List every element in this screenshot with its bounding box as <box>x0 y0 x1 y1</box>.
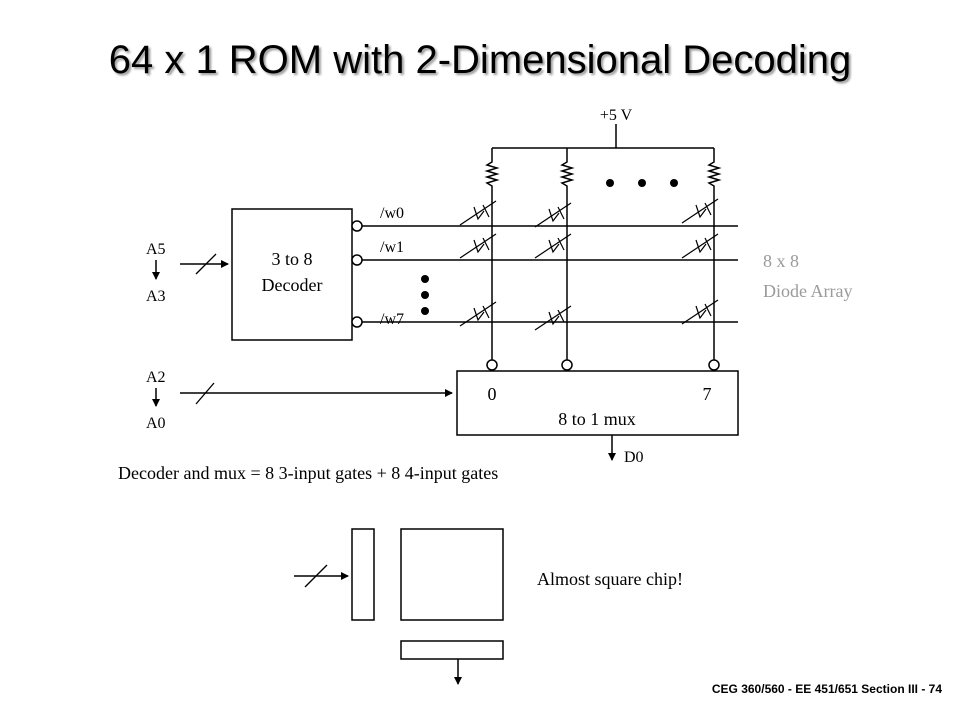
row-address-bus-slash <box>195 253 217 275</box>
chip-note: Almost square chip! <box>537 569 683 589</box>
diodes <box>459 198 719 331</box>
decoder-label-line2: Decoder <box>262 275 323 295</box>
column-ellipsis <box>606 179 678 187</box>
diode <box>459 301 497 327</box>
mux-label: 8 to 1 mux <box>558 409 636 429</box>
diode <box>459 233 497 259</box>
diode <box>534 202 572 228</box>
address-label-a5: A5 <box>146 241 166 258</box>
diode <box>534 305 572 331</box>
col-address-bus-slash <box>195 382 215 405</box>
mux-input-0-label: 0 <box>488 384 497 404</box>
chip-column-mux <box>400 640 504 660</box>
diode <box>681 299 719 325</box>
array-label-line1: 8 x 8 <box>763 251 799 271</box>
row-ellipsis <box>421 275 429 315</box>
diode <box>681 198 719 224</box>
word-line-label-w1: /w1 <box>380 239 404 256</box>
chip-address-bus-slash <box>304 564 328 588</box>
slide-footer: CEG 360/560 - EE 451/651 Section III - 7… <box>711 682 942 696</box>
pullup-resistor-col1 <box>559 148 575 190</box>
chip-memory-array <box>400 528 504 621</box>
mux-block <box>456 370 739 436</box>
bit-lines <box>491 190 715 360</box>
decoder-block <box>231 208 353 341</box>
address-label-a3: A3 <box>146 288 166 305</box>
slide-title: 64 x 1 ROM with 2-Dimensional Decoding <box>108 38 852 82</box>
chip-row-decoder <box>351 528 375 621</box>
pullup-resistor-col7 <box>706 148 722 190</box>
decoder-output-bubbles <box>351 220 363 328</box>
word-lines <box>362 225 738 323</box>
diode <box>459 200 497 226</box>
address-label-a0: A0 <box>146 415 166 432</box>
bit-line-terminals <box>486 359 720 371</box>
mux-output-label: D0 <box>624 449 644 466</box>
array-label-line2: Diode Array <box>763 281 852 301</box>
diode <box>534 233 572 259</box>
address-label-a2: A2 <box>146 369 166 386</box>
word-line-label-w0: /w0 <box>380 205 404 222</box>
pullup-resistor-col0 <box>484 148 500 190</box>
supply-label: +5 V <box>600 107 633 124</box>
gate-count-note: Decoder and mux = 8 3-input gates + 8 4-… <box>118 463 498 483</box>
word-line-label-w7: /w7 <box>380 311 404 328</box>
mux-input-7-label: 7 <box>703 384 712 404</box>
diode <box>681 233 719 259</box>
decoder-label-line1: 3 to 8 <box>271 249 312 269</box>
